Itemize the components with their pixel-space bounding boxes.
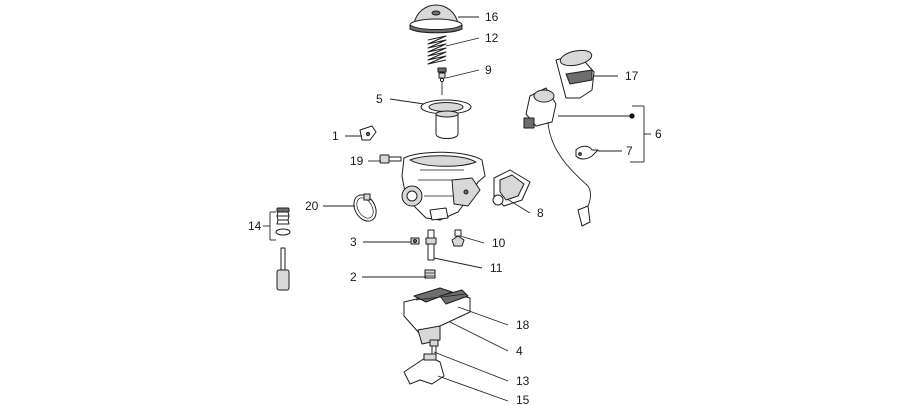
part-17-boot[interactable] <box>555 48 595 99</box>
callout-8: 8 <box>537 206 544 220</box>
callout-labels: 16 12 9 5 1 19 20 14 3 10 11 2 8 17 6 7 … <box>248 10 662 405</box>
part-12-spring[interactable] <box>427 35 447 65</box>
part-9-needle[interactable] <box>437 67 447 95</box>
part-1-bracket[interactable] <box>359 125 377 141</box>
part-6-choke-assembly[interactable] <box>523 87 591 227</box>
callout-9: 9 <box>485 63 492 77</box>
callout-5: 5 <box>376 92 383 106</box>
callout-2: 2 <box>350 270 357 284</box>
part-3-jet[interactable] <box>410 237 420 245</box>
callout-7: 7 <box>626 144 633 158</box>
callout-13: 13 <box>516 374 530 388</box>
part-19-screw[interactable] <box>379 154 402 164</box>
callout-12: 12 <box>485 31 499 45</box>
carburetor-body[interactable] <box>401 151 486 221</box>
part-10-pilot-jet[interactable] <box>451 229 465 247</box>
part-14-pilot-screw-set[interactable] <box>275 207 291 291</box>
callout-15: 15 <box>516 393 530 405</box>
part-11-needle-jet[interactable] <box>425 229 437 261</box>
part-7-clip[interactable] <box>575 145 599 160</box>
callout-3: 3 <box>350 235 357 249</box>
part-20-clamp[interactable] <box>349 191 380 225</box>
part-16-cover[interactable] <box>409 4 463 34</box>
callout-4: 4 <box>516 344 523 358</box>
callout-10: 10 <box>492 236 506 250</box>
callout-18: 18 <box>516 318 530 332</box>
part-2-main-jet[interactable] <box>424 269 436 279</box>
part-4-float-bowl[interactable] <box>403 291 471 345</box>
callout-17: 17 <box>625 69 639 83</box>
part-18-float[interactable] <box>413 287 469 305</box>
callout-14: 14 <box>248 219 262 233</box>
callout-19: 19 <box>350 154 364 168</box>
callout-1: 1 <box>332 129 339 143</box>
callout-16: 16 <box>485 10 499 24</box>
callout-6: 6 <box>655 127 662 141</box>
part-15-drain-fitting[interactable] <box>403 353 445 385</box>
leader-lines <box>263 16 651 402</box>
part-8-cap[interactable] <box>492 169 531 207</box>
callout-11: 11 <box>490 261 503 275</box>
callout-20: 20 <box>305 199 319 213</box>
part-5-diaphragm-slide[interactable] <box>420 99 472 139</box>
